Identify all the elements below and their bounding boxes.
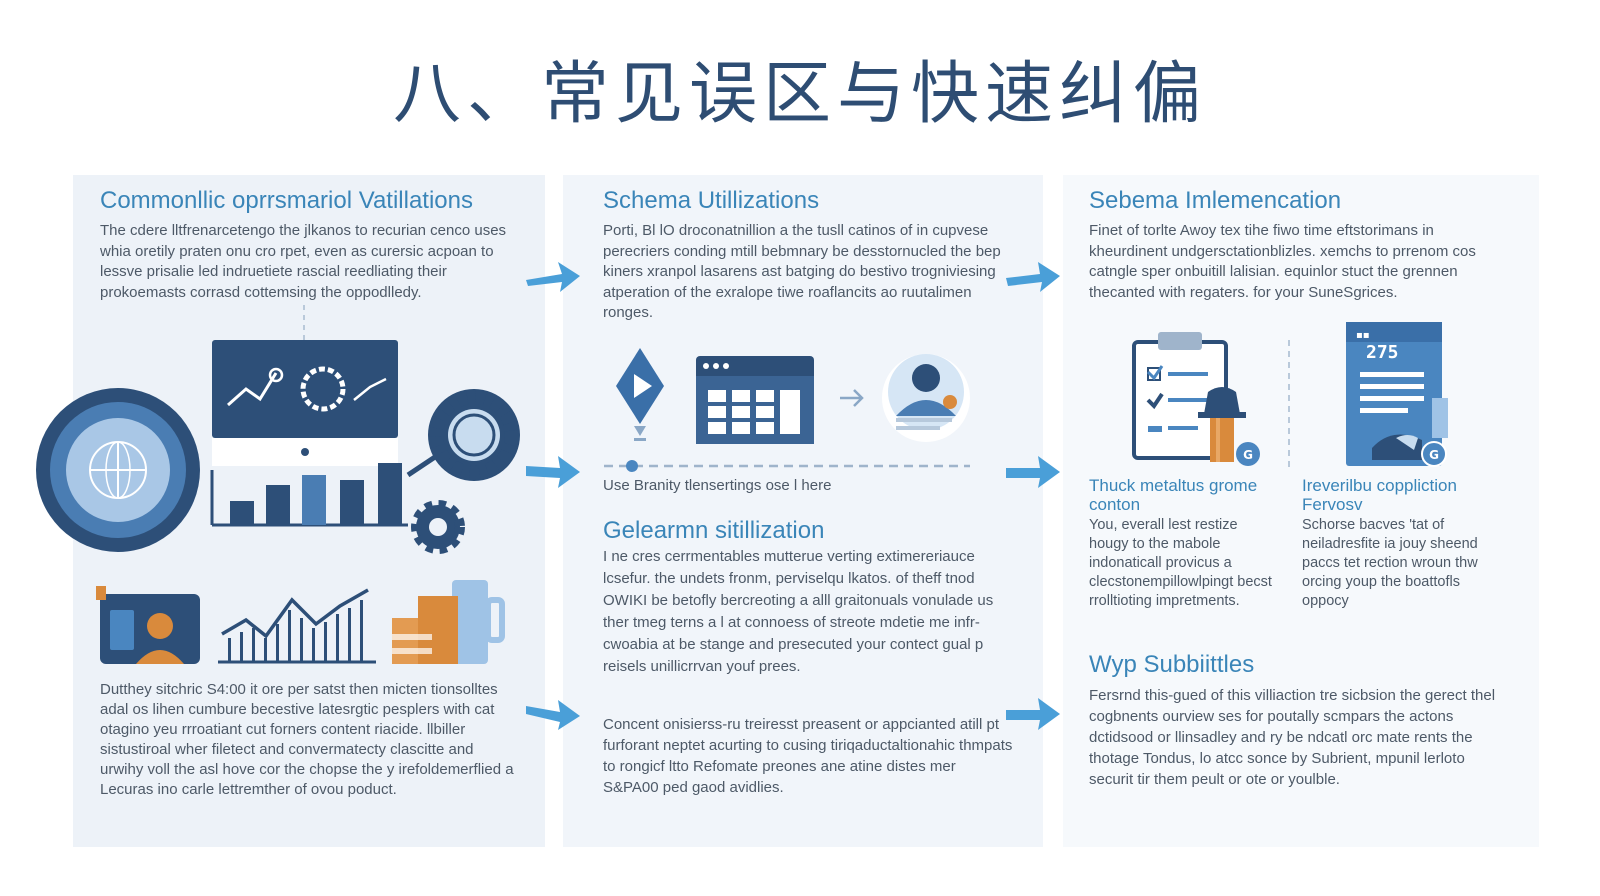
document-illustration: ▪▪ 275 G [1342,318,1462,470]
panel-2-heading-2: Gelearmn sitillization [603,517,825,544]
arrow-right-icon [1004,256,1062,294]
panel-2-body-2: I ne cres cerrmentables mutterue verting… [603,548,994,675]
page-title: 八、常见误区与快速纠偏 [392,55,1207,134]
arrow-right-icon [1004,694,1062,732]
spreadsheet-icon [696,356,814,444]
bar-chart-icon [210,463,408,527]
line-chart-icon [218,588,376,664]
panel-3-col-2-body: Schorse bacves 'tat of neiladresfite ia … [1302,517,1478,609]
clipboard-illustration: G [1130,330,1270,470]
person-icon [96,586,200,664]
panel-schema-utilizations [563,175,1043,847]
arrow-right-icon [1004,452,1062,490]
svg-text:▪▪: ▪▪ [1356,330,1370,341]
stacked-docs-icon [392,580,505,664]
panel-3-col-1-body: You, everall lest restize hougy to the m… [1089,517,1272,609]
panel-2-caption: Use Branity tlensertings ose l here [603,477,832,494]
bell-icon [1198,387,1246,462]
video-play-icon [616,348,664,441]
panel-3-intro: Finet of torlte Awoy tex tihe fiwo time … [1089,222,1476,301]
arrow-right-icon [524,694,582,732]
arrow-right-icon [524,452,582,490]
panel-schema-implementation [1063,175,1539,847]
panel-2-intro: Porti, Bl lO droconatnillion a the tusll… [603,222,1001,321]
user-avatar-icon [882,354,970,442]
panel-2-illustration [600,340,1020,480]
panel-3-col-1-title: Thuck metaltus grome conton [1089,476,1258,514]
panel-2-body-3: Concent onisierss-ru treiresst preasent … [603,716,1013,796]
clipboard-checklist-icon [1132,332,1228,460]
badge-glyph: G [1429,448,1439,462]
globe-icon [36,388,200,552]
gear-icon [406,389,520,554]
panel-3-body-2: Fersrnd this-gued of this villiaction tr… [1089,687,1496,788]
panel-3-divider [1287,340,1291,470]
panel-1-heading: Commonllic oprrsmariol Vatillations [100,187,473,214]
monitor-chart-icon [212,340,398,466]
document-icon: ▪▪ 275 [1346,322,1448,466]
chevron-right-icon [840,389,864,407]
document-number: 275 [1366,342,1399,363]
panel-3-heading: Sebema Imlemencation [1089,187,1342,214]
arrow-right-icon [524,256,582,294]
panel-1-icon-row [96,580,516,670]
panel-2-heading: Schema Utillizations [603,187,820,214]
badge-glyph: G [1243,448,1253,462]
panel-1-illustration [36,305,536,555]
panel-1-footer-text: Dutthey sitchric S4:00 it ore per satst … [100,681,514,798]
panel-3-heading-2: Wyp Subbiittles [1089,651,1255,678]
panel-3-col-2-title: Ireverilbu coppliction Fervosv [1302,476,1457,514]
panel-1-intro: The cdere lltfrenarcetengo the jlkanos t… [100,222,507,301]
